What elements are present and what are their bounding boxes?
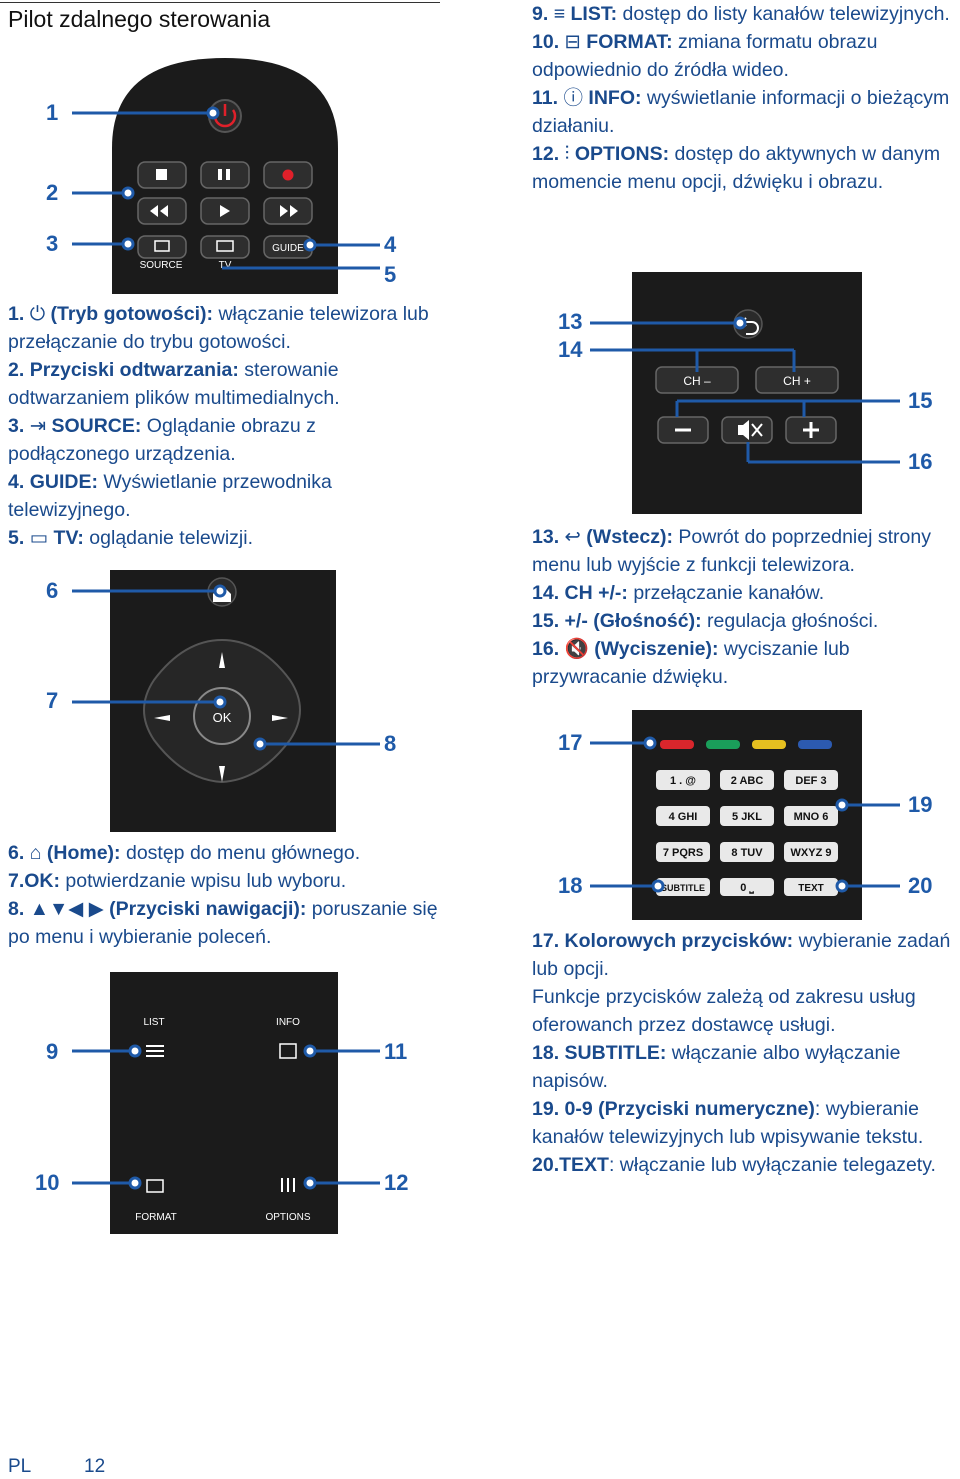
list-icon: ≡	[553, 3, 566, 25]
callout-11: 11	[384, 1039, 408, 1064]
desc-item-7: 7.OK: potwierdzanie wpisu lub wyboru.	[8, 870, 347, 892]
desc-item-16: 16. 🔇 (Wyciszenie): wyciszanie lub przyw…	[532, 635, 957, 691]
remote-list-illustration: LIST INFO FORMAT OPTIONS	[110, 972, 338, 1234]
tv-label: TV	[219, 260, 232, 271]
list-label: LIST	[143, 1017, 164, 1028]
desc-item-1: 1. ⏻ (Tryb gotowości): włączanie telewiz…	[8, 300, 438, 356]
callout-8: 8	[384, 731, 397, 756]
desc-item-5: 5. ▭ TV: oglądanie telewizji.	[8, 524, 438, 552]
ok-label: OK	[213, 710, 232, 725]
desc-item-18: 18. SUBTITLE: włączanie albo wyłączanie …	[532, 1042, 901, 1092]
callout-17: 17	[558, 730, 583, 755]
callout-20: 20	[908, 873, 933, 898]
callout-14: 14	[558, 337, 583, 362]
callout-lines-d	[590, 316, 900, 464]
desc-item-2: 2. Przyciski odtwarzania: sterowanie odt…	[8, 359, 340, 409]
back-icon: ↩	[564, 526, 581, 548]
callout-4: 4	[384, 232, 397, 257]
callout-lines-c	[72, 1044, 380, 1190]
format-icon: ⊟	[564, 31, 581, 53]
callout-10: 10	[35, 1170, 60, 1195]
standby-icon: ⏻	[29, 303, 46, 325]
desc-block-c: 9. ≡ LIST: dostęp do listy kanałów telew…	[532, 0, 952, 196]
options-label: OPTIONS	[265, 1212, 310, 1223]
desc-item-9: 9. ≡ LIST: dostęp do listy kanałów telew…	[532, 0, 952, 28]
desc-item-3: 3. ⇥ SOURCE: Oglądanie obrazu z podłączo…	[8, 412, 438, 468]
desc-block-b: 6. ⌂ (Home): dostęp do menu głównego. 7.…	[8, 839, 438, 951]
footer-lang: PL	[8, 1456, 32, 1477]
desc-item-6: 6. ⌂ (Home): dostęp do menu głównego.	[8, 839, 438, 867]
desc-item-20: 20.TEXT: włączanie lub wyłączanie telega…	[532, 1154, 936, 1176]
callout-7: 7	[46, 688, 59, 713]
callout-lines-e	[590, 736, 900, 893]
callout-6: 6	[46, 578, 59, 603]
ch-plus-label: CH +	[783, 374, 811, 388]
key-9: WXYZ 9	[791, 847, 832, 859]
desc-item-8: 8. ▲▼◀ ▶ (Przyciski nawigacji): poruszan…	[8, 895, 438, 951]
top-rule	[0, 2, 440, 3]
source-label: SOURCE	[140, 260, 183, 271]
key-3: DEF 3	[795, 775, 826, 787]
key-8: 8 TUV	[731, 847, 763, 859]
desc-item-14: 14. CH +/-: przełączanie kanałów.	[532, 582, 825, 604]
desc-block-d: 13. ↩ (Wstecz): Powrót do poprzedniej st…	[532, 523, 957, 691]
callout-1: 1	[46, 100, 59, 125]
desc-block-a: 1. ⏻ (Tryb gotowości): włączanie telewiz…	[8, 300, 438, 552]
key-6: MNO 6	[794, 811, 829, 823]
key-7: 7 PQRS	[663, 847, 703, 859]
desc-item-15: 15. +/- (Głośność): regulacja głośności.	[532, 610, 879, 632]
callout-9: 9	[46, 1039, 59, 1064]
callout-16: 16	[908, 449, 933, 474]
guide-label: GUIDE	[272, 243, 304, 254]
callout-lines-b	[72, 584, 380, 751]
key-4: 4 GHI	[669, 811, 698, 823]
desc-item-4: 4. GUIDE: Wyświetlanie przewodnika telew…	[8, 471, 332, 521]
desc-item-17-note: Funkcje przycisków zależą od zakresu usł…	[532, 986, 916, 1036]
options-icon: ⫶	[564, 143, 570, 165]
info-label: INFO	[276, 1017, 300, 1028]
desc-item-19: 19. 0-9 (Przyciski numeryczne): wybieran…	[532, 1098, 924, 1148]
desc-item-17: 17. Kolorowych przycisków: wybieranie za…	[532, 930, 951, 980]
callout-18: 18	[558, 873, 583, 898]
desc-block-e: 17. Kolorowych przycisków: wybieranie za…	[532, 927, 957, 1179]
key-5: 5 JKL	[732, 811, 762, 823]
callout-lines-a	[72, 106, 380, 270]
remote-keypad-illustration: 1 . @ 2 ABC DEF 3 4 GHI 5 JKL MNO 6 7 PQ…	[632, 710, 862, 920]
source-icon: ⇥	[29, 415, 47, 437]
callout-13: 13	[558, 309, 583, 334]
key-1: 1 . @	[670, 775, 696, 787]
callout-2: 2	[46, 180, 59, 205]
ch-minus-label: CH –	[683, 374, 711, 388]
navigation-arrows-icon: ▲▼◀ ▶	[29, 898, 104, 920]
desc-item-12: 12. ⫶ OPTIONS: dostęp do aktywnych w dan…	[532, 140, 952, 196]
callout-5: 5	[384, 262, 397, 287]
info-icon: ⓘ	[563, 87, 583, 109]
section-title: Pilot zdalnego sterowania	[8, 6, 271, 32]
mute-icon: 🔇	[564, 638, 589, 660]
callout-19: 19	[908, 792, 933, 817]
callout-3: 3	[46, 231, 59, 256]
desc-item-11: 11. ⓘ INFO: wyświetlanie informacji o bi…	[532, 84, 952, 140]
tv-icon: ▭	[29, 527, 49, 549]
text-key-label: TEXT	[798, 883, 824, 894]
key-2: 2 ABC	[731, 775, 764, 787]
remote-top-illustration: SOURCE TV GUIDE	[112, 58, 338, 294]
key-0: 0 ⎵	[740, 882, 754, 895]
remote-volume-illustration: CH – CH +	[632, 272, 862, 514]
subtitle-key-label: SUBTITLE	[661, 883, 705, 893]
desc-item-13: 13. ↩ (Wstecz): Powrót do poprzedniej st…	[532, 523, 957, 579]
desc-item-10: 10. ⊟ FORMAT: zmiana formatu obrazu odpo…	[532, 28, 952, 84]
home-icon: ⌂	[29, 842, 42, 864]
format-label: FORMAT	[135, 1212, 176, 1223]
callout-15: 15	[908, 388, 933, 413]
callout-12: 12	[384, 1170, 409, 1195]
footer-page-number: 12	[84, 1456, 106, 1477]
